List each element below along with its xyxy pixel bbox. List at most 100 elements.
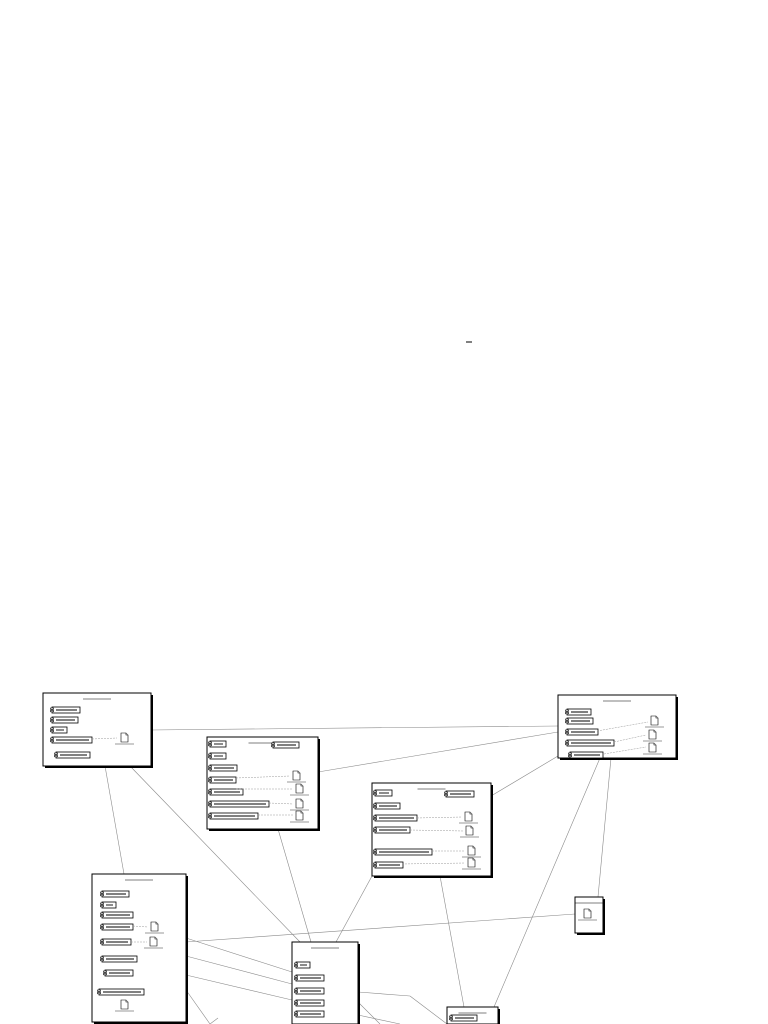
component-tab-icon [294, 1000, 298, 1003]
artifact-icon[interactable] [643, 742, 662, 755]
component-tab-icon [444, 791, 448, 794]
deployment-node[interactable] [91, 873, 188, 1024]
deployment-node[interactable] [446, 1006, 500, 1024]
component[interactable] [208, 776, 237, 784]
component-tab-icon [208, 789, 212, 792]
component[interactable] [208, 800, 270, 808]
component[interactable] [97, 988, 145, 996]
component-tab-icon [373, 803, 377, 806]
artifact-icon[interactable] [643, 729, 662, 742]
component[interactable] [208, 788, 244, 796]
deployment-node[interactable] [557, 694, 678, 760]
component-tab-icon [294, 1003, 298, 1006]
component-tab-icon [208, 765, 212, 768]
component[interactable] [103, 969, 134, 977]
artifact-icon[interactable] [115, 732, 134, 745]
deployment-node[interactable] [574, 896, 605, 935]
component[interactable] [568, 751, 604, 759]
component[interactable] [565, 728, 599, 736]
document-fold-icon [469, 812, 472, 815]
artifact-icon[interactable] [290, 798, 309, 811]
component-tab-icon [100, 927, 104, 930]
component[interactable] [294, 1010, 325, 1018]
component[interactable] [373, 802, 401, 810]
component[interactable] [294, 987, 325, 995]
component[interactable] [54, 751, 91, 759]
component[interactable] [373, 789, 393, 797]
connector-line [185, 937, 293, 973]
artifact-icon[interactable] [459, 811, 478, 824]
component-tab-icon [294, 991, 298, 994]
artifact-icon[interactable] [462, 845, 481, 858]
component-tab-icon [100, 905, 104, 908]
component[interactable] [294, 999, 325, 1007]
deployment-node[interactable] [291, 941, 360, 1024]
component[interactable] [565, 708, 592, 716]
component[interactable] [100, 911, 134, 919]
artifact-icon[interactable] [115, 999, 134, 1012]
component-tab-icon [208, 813, 212, 816]
component[interactable] [294, 961, 311, 969]
connector-line [490, 755, 559, 797]
component[interactable] [50, 736, 93, 744]
component-tab-icon [565, 732, 569, 735]
component[interactable] [50, 706, 81, 714]
component-tab-icon [103, 970, 107, 973]
component[interactable] [100, 955, 138, 963]
artifact-icon[interactable] [462, 857, 481, 870]
node-box[interactable] [557, 694, 677, 759]
artifact-icon[interactable] [645, 715, 664, 728]
node-box[interactable] [291, 941, 359, 1024]
component-tab-icon [449, 1018, 453, 1021]
component[interactable] [208, 752, 227, 760]
component[interactable] [208, 740, 227, 748]
component[interactable] [271, 741, 300, 749]
component[interactable] [373, 814, 418, 822]
deployment-node[interactable] [206, 736, 320, 831]
deployment-node[interactable] [371, 782, 493, 878]
component-tab-icon [373, 790, 377, 793]
component-tab-icon [208, 804, 212, 807]
component-tab-icon [100, 912, 104, 915]
component-tab-icon [294, 962, 298, 965]
component[interactable] [565, 739, 615, 747]
artifact-icon[interactable] [145, 921, 164, 934]
connector-line [439, 875, 465, 1008]
component[interactable] [373, 848, 433, 856]
connector-lines [104, 725, 612, 1024]
component[interactable] [100, 938, 132, 946]
component[interactable] [50, 716, 79, 724]
component[interactable] [294, 974, 325, 982]
component[interactable] [100, 923, 134, 931]
component-tab-icon [100, 939, 104, 942]
component-tab-icon [208, 816, 212, 819]
document-fold-icon [655, 716, 658, 719]
artifact-icon[interactable] [144, 936, 163, 949]
artifact-icon[interactable] [290, 783, 309, 796]
component[interactable] [208, 764, 238, 772]
deployment-node[interactable] [42, 692, 153, 768]
component[interactable] [373, 861, 404, 869]
artifact-icon[interactable] [578, 908, 597, 921]
node-box[interactable] [91, 873, 187, 1023]
component-tab-icon [100, 894, 104, 897]
document-fold-icon [300, 799, 303, 802]
document-fold-icon [653, 743, 656, 746]
component-tab-icon [100, 891, 104, 894]
connector-line [357, 991, 411, 997]
artifact-icon[interactable] [290, 810, 309, 823]
component[interactable] [444, 790, 475, 798]
component-tab-icon [294, 1011, 298, 1014]
artifact-icon[interactable] [287, 770, 306, 783]
component-tab-icon [100, 942, 104, 945]
artifact-icon[interactable] [460, 825, 479, 838]
component-tab-icon [208, 744, 212, 747]
nodes-layer [42, 692, 678, 1024]
component[interactable] [565, 717, 594, 725]
component[interactable] [208, 812, 259, 820]
component[interactable] [100, 901, 117, 909]
component[interactable] [449, 1014, 478, 1022]
component[interactable] [100, 890, 130, 898]
component[interactable] [373, 826, 411, 834]
component[interactable] [50, 726, 68, 734]
